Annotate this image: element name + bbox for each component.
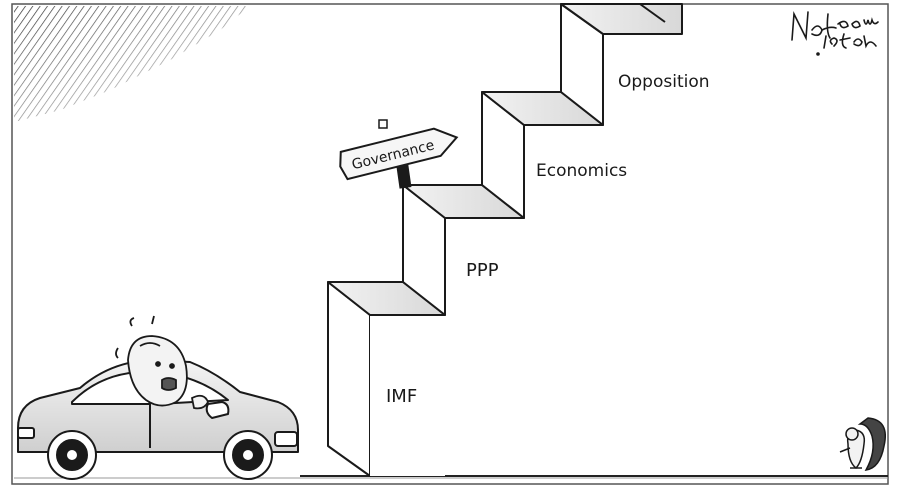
step-label-opposition: Opposition	[618, 72, 710, 92]
staircase	[327, 3, 683, 477]
sky-hatch	[14, 6, 250, 122]
squirrel-mascot	[839, 417, 886, 471]
sweat-drop	[115, 347, 119, 359]
step-label-economics: Economics	[536, 161, 627, 181]
signpost-board	[339, 127, 459, 181]
car-tail-light	[17, 427, 35, 439]
driver-caricature	[115, 315, 209, 410]
squirrel-head	[845, 427, 859, 441]
car-side-mirror	[205, 401, 230, 419]
artist-signature	[791, 11, 879, 56]
driver-mouth	[161, 377, 177, 391]
driver-hand	[190, 394, 209, 410]
car-bumper	[274, 431, 298, 447]
squirrel-tail	[857, 417, 886, 471]
step-label-ppp: PPP	[466, 260, 499, 281]
step-label-imf: IMF	[386, 386, 417, 407]
